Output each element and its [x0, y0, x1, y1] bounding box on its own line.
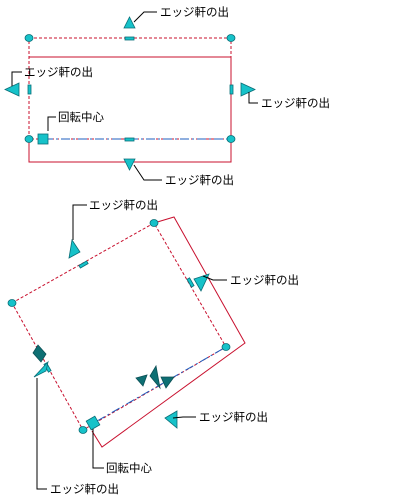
midpoint-grip[interactable]	[229, 84, 234, 95]
edge-offset-label: エッジ軒の出	[165, 173, 234, 187]
midpoint-grip[interactable]	[27, 84, 32, 95]
corner-grip[interactable]	[226, 34, 236, 42]
roof-boundary-outline	[91, 216, 246, 448]
edge-offset-label: エッジ軒の出	[160, 5, 229, 19]
overhang-boundary-outline	[11, 222, 227, 431]
rotation-direction-grip[interactable]	[160, 376, 175, 389]
edge-offset-arrow-grip[interactable]	[164, 410, 178, 429]
edge-offset-arrow-grip[interactable]	[4, 82, 20, 97]
rotation-center-label: 回転中心	[58, 110, 104, 124]
leader-line	[133, 164, 162, 181]
leader-line	[47, 116, 56, 131]
midpoint-grip[interactable]	[124, 36, 135, 41]
edge-offset-arrow-grip[interactable]	[33, 360, 49, 378]
leader-line	[248, 92, 258, 104]
corner-grip[interactable]	[149, 219, 159, 227]
edge-offset-label: エッジ軒の出	[89, 198, 158, 212]
edge-offset-arrow-grip[interactable]	[193, 273, 210, 292]
midpoint-grip[interactable]	[186, 277, 195, 288]
direction-grip[interactable]	[32, 344, 47, 363]
edge-offset-label: エッジ軒の出	[199, 410, 268, 424]
midpoint-grip[interactable]	[78, 260, 89, 269]
leader-line	[36, 378, 47, 490]
edge-offset-arrow-grip[interactable]	[123, 16, 136, 29]
corner-grip[interactable]	[24, 34, 34, 42]
rotation-center-label: 回転中心	[106, 461, 152, 475]
edge-offset-arrow-grip[interactable]	[68, 238, 81, 259]
corner-grip[interactable]	[7, 299, 17, 307]
corner-grip[interactable]	[78, 426, 88, 434]
rotation-direction-grip[interactable]	[149, 364, 161, 390]
rotation-axis-line	[96, 346, 227, 422]
upright-roof-panel: エッジ軒の出 エッジ軒の出 エッジ軒の出 回転中心 エッジ軒の出	[4, 5, 330, 187]
edge-offset-arrow-grip[interactable]	[123, 158, 136, 171]
leader-line	[92, 429, 104, 469]
corner-grip[interactable]	[24, 135, 34, 143]
corner-grip[interactable]	[226, 135, 236, 143]
edge-offset-label: エッジ軒の出	[230, 273, 299, 287]
roof-boundary-outline	[28, 56, 232, 163]
rotated-roof-panel: エッジ軒の出 エッジ軒の出 エッジ軒の出 回転中心 エッジ軒の出	[7, 198, 299, 496]
edge-offset-arrow-grip[interactable]	[240, 82, 256, 97]
edge-offset-label: エッジ軒の出	[261, 96, 330, 110]
leader-line	[11, 71, 22, 86]
edge-offset-label: エッジ軒の出	[50, 482, 119, 496]
edge-offset-label: エッジ軒の出	[24, 65, 93, 79]
rotation-direction-grip[interactable]	[135, 374, 148, 387]
corner-grip[interactable]	[221, 343, 231, 351]
leader-line	[72, 204, 87, 240]
midpoint-grip[interactable]	[124, 137, 135, 142]
leader-line	[172, 416, 196, 419]
rotation-center-grip[interactable]	[85, 415, 101, 431]
rotation-center-grip[interactable]	[37, 133, 49, 145]
leader-line	[133, 11, 157, 23]
leader-line	[202, 275, 227, 281]
